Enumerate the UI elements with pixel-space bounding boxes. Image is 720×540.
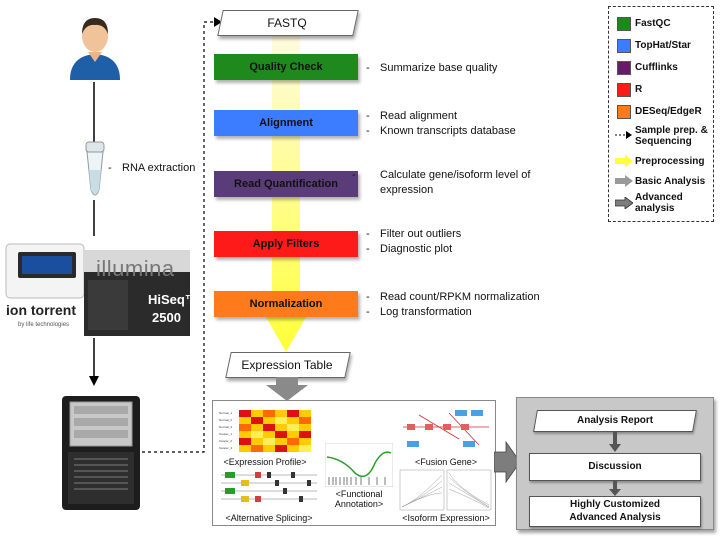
legend-dashed-arrow-icon <box>615 131 632 139</box>
legend-label-basic: Basic Analysis <box>635 176 706 187</box>
description-item: Read count/RPKM normalization <box>366 290 540 305</box>
legend-swatch-r <box>617 83 631 97</box>
description-item: Diagnostic plot <box>366 242 461 257</box>
hiseq-label: HiSeq™ <box>148 292 198 307</box>
report-to-discussion-arrow <box>609 432 621 452</box>
rna-extraction-label: -RNA extraction <box>108 162 196 174</box>
svg-text:Cancer_1: Cancer_1 <box>219 432 232 436</box>
description-item: Filter out outliers <box>366 227 461 242</box>
legend-label-cufflinks: Cufflinks <box>635 62 678 73</box>
analysis-report-node: Analysis Report <box>533 410 697 432</box>
apply-filters-step: Apply Filters <box>214 231 358 257</box>
ion-torrent-logo-text: ion torrent <box>6 302 76 318</box>
isoform-expression-caption: <Isoform Expression> <box>402 513 490 523</box>
apply-filters-description: Filter out outliers Diagnostic plot <box>366 227 461 257</box>
legend-yellow-arrow-icon <box>615 155 633 167</box>
functional-annotation-caption: <Functional Annotation> <box>325 489 393 509</box>
legend-swatch-fastqc <box>617 17 631 31</box>
legend-swatch-tophat <box>617 39 631 53</box>
isoform-expression-plot <box>399 469 492 511</box>
alternative-splicing-plot <box>221 472 317 502</box>
ion-torrent-sub-text: by life technologies <box>18 322 70 328</box>
sequencer-machines-icon <box>5 243 190 336</box>
custom-analysis-line2: Advanced Analysis <box>569 512 661 523</box>
highly-customized-analysis-node: Highly Customized Advanced Analysis <box>529 496 701 527</box>
description-item: Calculate gene/isoform level of expressi… <box>366 168 562 198</box>
expression-table-label: Expression Table <box>241 358 333 372</box>
basic-analysis-arrow <box>266 377 308 401</box>
svg-text:Normal_1: Normal_1 <box>219 411 232 415</box>
normalization-description: Read count/RPKM normalization Log transf… <box>366 290 540 320</box>
sample-tube-icon <box>85 141 105 196</box>
description-item: Summarize base quality <box>366 61 497 76</box>
normalization-step: Normalization <box>214 291 358 317</box>
svg-text:Cancer_3: Cancer_3 <box>219 446 232 450</box>
advanced-analysis-arrow <box>494 440 520 484</box>
advanced-analysis-panel: Analysis Report Discussion Highly Custom… <box>516 397 714 530</box>
computer-tower-icon <box>62 396 140 510</box>
illumina-logo-text: illumina <box>96 256 175 281</box>
quality-check-step: Quality Check <box>214 54 358 80</box>
description-item: Known transcripts database <box>366 124 516 139</box>
hiseq-model-label: 2500 <box>152 310 181 325</box>
alignment-description: Read alignment Known transcripts databas… <box>366 109 516 139</box>
legend-label-preprocessing: Preprocessing <box>635 156 705 167</box>
custom-analysis-line1: Highly Customized <box>569 499 660 510</box>
expression-profile-caption: <Expression Profile> <box>223 457 307 467</box>
legend: FastQC TopHat/Star Cufflinks R DESeq/Edg… <box>608 6 714 222</box>
svg-text:Normal_2: Normal_2 <box>219 418 232 422</box>
legend-label-advanced: Advanced analysis <box>635 192 683 214</box>
quality-check-description: Summarize base quality <box>366 61 497 76</box>
legend-label-r: R <box>635 84 643 95</box>
legend-grey-arrow-icon <box>615 175 633 187</box>
svg-text:Normal_3: Normal_3 <box>219 425 232 429</box>
read-quantification-description: Calculate gene/isoform level of expressi… <box>366 168 562 198</box>
discussion-node: Discussion <box>529 453 701 481</box>
legend-swatch-cufflinks <box>617 61 631 75</box>
discussion-to-custom-arrow <box>609 480 621 496</box>
legend-outlined-arrow-icon <box>615 197 633 209</box>
functional-annotation-caption-line2: Annotation> <box>334 499 384 509</box>
fusion-gene-caption: <Fusion Gene> <box>414 457 478 467</box>
analysis-report-label: Analysis Report <box>576 415 654 426</box>
legend-label-fastqc: FastQC <box>635 18 671 29</box>
legend-label-sample-prep: Sample prep. & Sequencing <box>635 125 708 147</box>
legend-label-tophat: TopHat/Star <box>635 40 691 51</box>
legend-swatch-deseq <box>617 105 631 119</box>
description-item: Read alignment <box>366 109 516 124</box>
alternative-splicing-caption: <Alternative Splicing> <box>225 513 313 523</box>
read-quantification-step: Read Quantification <box>214 171 358 197</box>
svg-text:Cancer_2: Cancer_2 <box>219 439 232 443</box>
user-icon <box>70 18 120 80</box>
sequencer-illustration: illumina HiSeq™ 2500 ion torrent by life… <box>4 236 198 340</box>
functional-annotation-plot <box>325 443 393 487</box>
functional-annotation-caption-line1: <Functional <box>335 489 383 499</box>
alignment-step: Alignment <box>214 110 358 136</box>
fastq-label: FASTQ <box>267 16 307 30</box>
fusion-gene-diagram <box>403 410 489 447</box>
legend-label-deseq: DESeq/EdgeR <box>635 106 702 117</box>
description-item: Log transformation <box>366 305 540 320</box>
